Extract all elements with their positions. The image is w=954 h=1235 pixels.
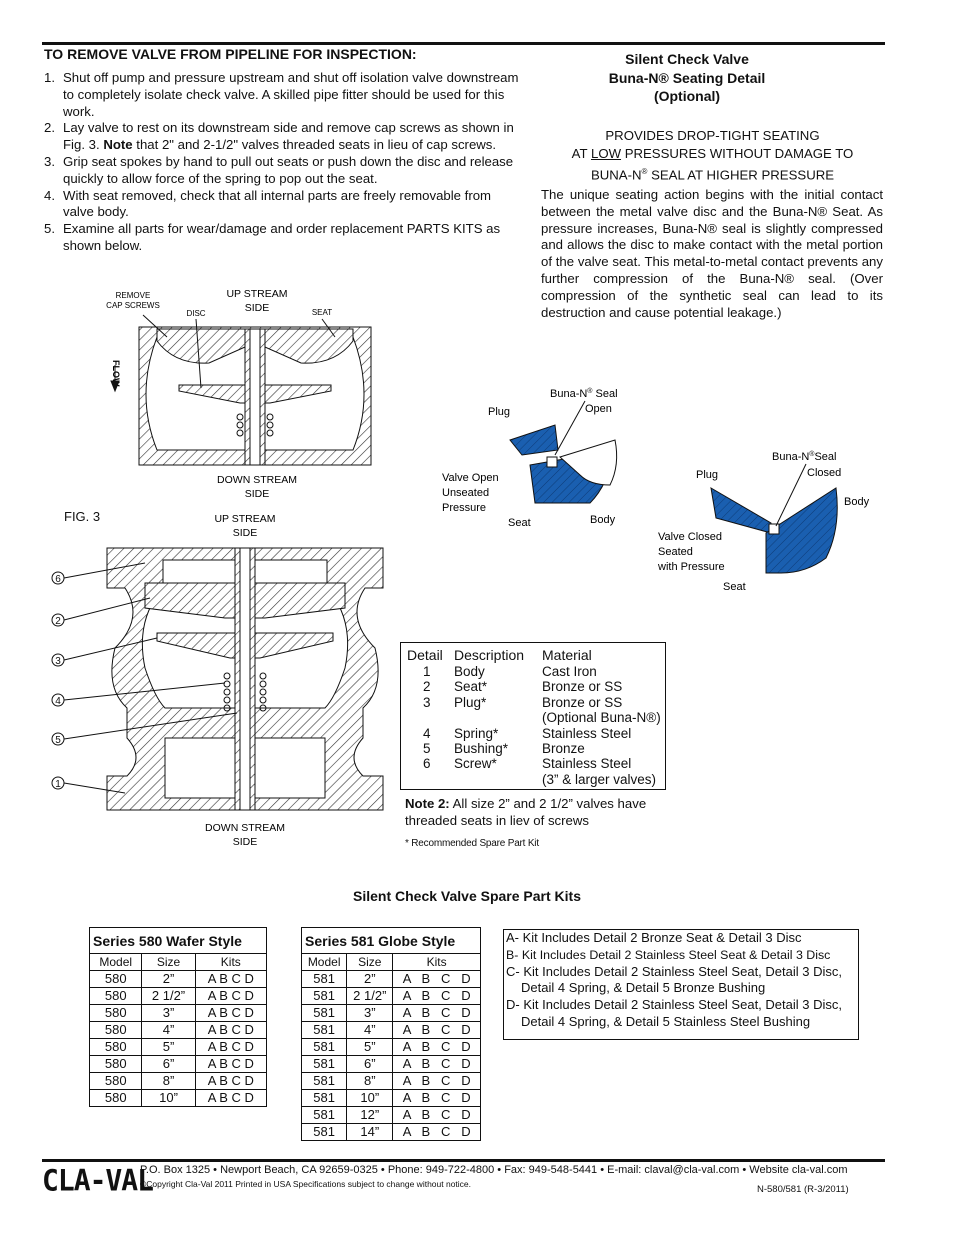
svg-text:SIDE: SIDE bbox=[245, 488, 270, 500]
parts-row: (Optional Buna-N®) bbox=[542, 710, 661, 726]
svg-text:with Pressure: with Pressure bbox=[657, 561, 725, 573]
form-number: N-580/581 (R-3/2011) bbox=[757, 1184, 849, 1195]
fig3-label: FIG. 3 bbox=[64, 509, 101, 524]
note-2: Note 2: All size 2” and 2 1/2” valves ha… bbox=[405, 796, 647, 828]
footer-copyright: ©Copyright Cla-Val 2011 Printed in USA S… bbox=[140, 1179, 472, 1189]
step-3: 3.Grip seat spokes by hand to pull out s… bbox=[44, 153, 514, 186]
open-body-label: Body bbox=[590, 514, 616, 526]
callout-6: 6 bbox=[55, 574, 61, 585]
top-rule bbox=[42, 42, 885, 45]
kit-definitions: A- Kit Includes Detail 2 Bronze Seat & D… bbox=[503, 929, 859, 1040]
wafer-valve-drawing: REMOVE CAP SCREWS DISC UP STREAM SIDE SE… bbox=[106, 288, 372, 500]
svg-text:Closed: Closed bbox=[807, 467, 841, 479]
kit-c-definition: C- Kit Includes Detail 2 Stainless Steel… bbox=[506, 963, 842, 996]
seating-description: The unique seating action begins with th… bbox=[541, 187, 883, 320]
parts-row: (3” & larger valves) bbox=[542, 771, 657, 787]
open-plug-label: Plug bbox=[488, 406, 510, 418]
seal-closed-diagram: Buna-N®Seal Closed Plug Body Valve Close… bbox=[657, 450, 870, 593]
flow-label: FLOW bbox=[111, 360, 121, 387]
closed-plug-label: Plug bbox=[696, 469, 718, 481]
kit-d-definition: D- Kit Includes Detail 2 Stainless Steel… bbox=[506, 997, 842, 1029]
fig3-upstream-label: UP STREAM bbox=[214, 513, 275, 525]
svg-text:SIDE: SIDE bbox=[233, 527, 258, 539]
kits-title: Silent Check Valve Spare Part Kits bbox=[353, 888, 581, 904]
callout-1: 1 bbox=[55, 779, 61, 790]
removal-steps: 1.Shut off pump and pressure upstream an… bbox=[40, 70, 525, 255]
svg-text:CAP SCREWS: CAP SCREWS bbox=[106, 301, 160, 310]
provides-text: PROVIDES DROP-TIGHT SEATING AT LOW PRESS… bbox=[571, 128, 854, 183]
fig3-downstream-label: DOWN STREAM bbox=[205, 822, 285, 834]
closed-seat-label: Seat bbox=[723, 581, 746, 593]
seal-open-diagram: Buna-N® Seal Open Plug Valve Open Unseat… bbox=[442, 387, 618, 529]
downstream-label: DOWN STREAM bbox=[217, 474, 297, 486]
callout-3: 3 bbox=[55, 656, 61, 667]
remove-heading: TO REMOVE VALVE FROM PIPELINE FOR INSPEC… bbox=[44, 46, 417, 62]
valve-open-label: Valve Open bbox=[442, 472, 499, 484]
globe-valve-drawing: UP STREAM SIDE 6 2 3 4 5 1 DOWN STREAM S… bbox=[51, 513, 384, 848]
recommended-note: * Recommended Spare Part Kit bbox=[405, 838, 539, 849]
svg-text:Open: Open bbox=[585, 403, 612, 415]
open-buna-label: Buna-N® Seal bbox=[550, 387, 618, 400]
step-5: 5.Examine all parts for wear/damage and … bbox=[44, 221, 501, 253]
svg-text:SIDE: SIDE bbox=[233, 836, 258, 848]
valve-closed-label: Valve Closed bbox=[658, 531, 722, 543]
callout-5: 5 bbox=[55, 735, 61, 746]
step-4: 4.With seat removed, check that all inte… bbox=[44, 187, 492, 220]
step-2: 2.Lay valve to rest on its downstream si… bbox=[44, 120, 514, 153]
disc-label: DISC bbox=[186, 309, 205, 318]
svg-text:SIDE: SIDE bbox=[245, 302, 270, 314]
bottom-rule bbox=[42, 1159, 885, 1162]
kit-b-definition: B- Kit Includes Detail 2 Stainless Steel… bbox=[506, 947, 831, 962]
closed-buna-label: Buna-N®Seal bbox=[772, 450, 837, 463]
callout-4: 4 bbox=[55, 696, 61, 707]
svg-text:Pressure: Pressure bbox=[442, 502, 486, 514]
cla-val-logo: CLA-VAL bbox=[42, 1163, 154, 1198]
svg-text:Unseated: Unseated bbox=[442, 487, 489, 499]
callout-2: 2 bbox=[55, 616, 61, 627]
seating-title: Silent Check Valve Buna-N® Seating Detai… bbox=[608, 51, 766, 104]
closed-body-label: Body bbox=[844, 496, 870, 508]
open-seat-label: Seat bbox=[508, 517, 531, 529]
remove-cap-label: REMOVE bbox=[116, 291, 151, 300]
upstream-label: UP STREAM bbox=[226, 288, 287, 300]
step-1: 1.Shut off pump and pressure upstream an… bbox=[44, 70, 519, 119]
footer-address: P.O. Box 1325 • Newport Beach, CA 92659-… bbox=[140, 1164, 848, 1176]
svg-text:Seated: Seated bbox=[658, 546, 693, 558]
kit-a-definition: A- Kit Includes Detail 2 Bronze Seat & D… bbox=[506, 930, 802, 945]
seat-label: SEAT bbox=[312, 308, 332, 317]
